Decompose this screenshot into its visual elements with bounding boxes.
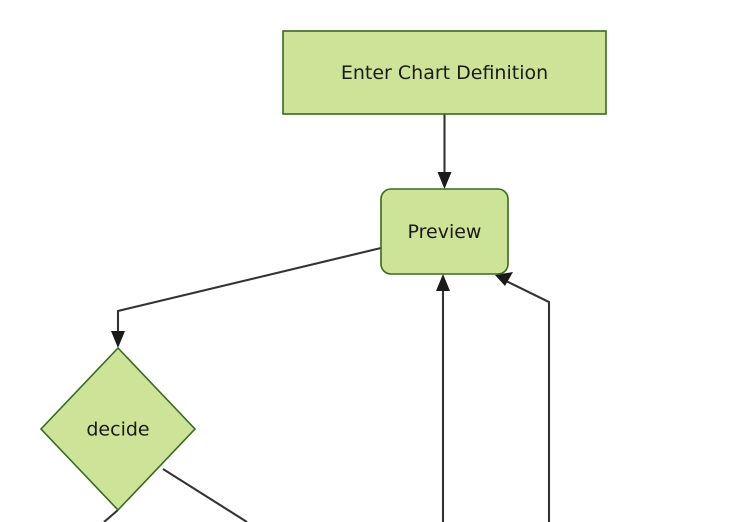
arrow-head-icon	[437, 172, 452, 189]
node-preview[interactable]: Preview	[380, 188, 509, 275]
edge-line	[103, 509, 119, 522]
edge-return-center-to-preview	[436, 274, 450, 522]
node-rectangle[interactable]	[282, 30, 607, 115]
node-label-enter-chart-definition: Enter Chart Definition	[341, 62, 548, 84]
edge-line	[116, 246, 382, 339]
edge-decide-out-bottom	[103, 509, 119, 522]
node-label-decide: decide	[86, 419, 149, 441]
node-label-preview: Preview	[408, 221, 482, 243]
edge-return-right-to-preview	[495, 272, 551, 522]
node-enter-chart-definition[interactable]: Enter Chart Definition	[282, 30, 607, 115]
arrow-head-icon	[495, 272, 513, 286]
edge-decide-out-right	[162, 468, 248, 522]
node-diamond[interactable]	[39, 346, 197, 512]
edge-enter-to-preview	[437, 114, 452, 189]
edge-line	[162, 468, 248, 522]
arrow-head-icon	[436, 274, 450, 291]
edge-line	[503, 279, 551, 522]
arrow-head-icon	[111, 331, 125, 348]
node-rounded-rectangle[interactable]	[380, 188, 509, 275]
edge-preview-to-decide	[111, 246, 382, 348]
node-decide[interactable]: decide	[39, 346, 197, 512]
